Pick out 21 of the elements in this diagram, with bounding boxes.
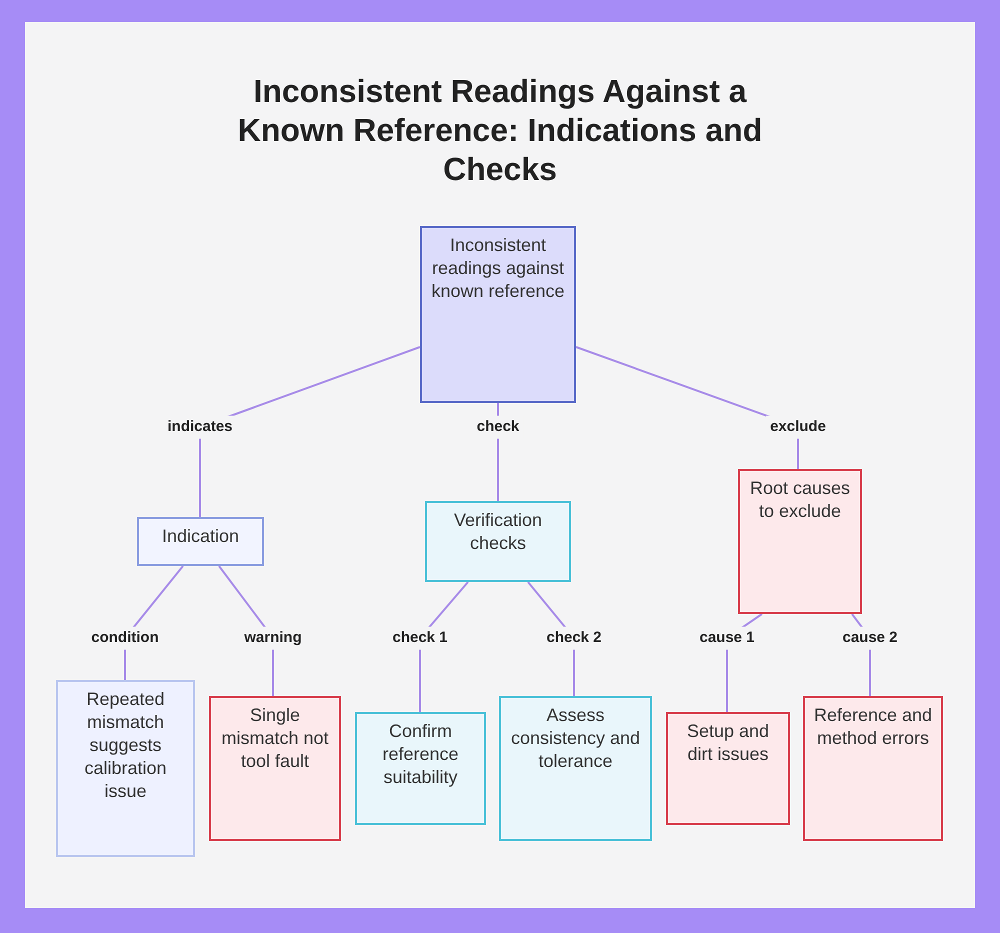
node-text: Reference and method errors bbox=[813, 704, 933, 750]
node-text: Assess consistency and tolerance bbox=[510, 704, 642, 773]
diagram-title: Inconsistent Readings Against a Known Reference: Indications and Checks bbox=[236, 72, 764, 189]
process-box bbox=[425, 501, 571, 582]
node-text: Inconsistent readings against known reference bbox=[430, 234, 566, 303]
process-box bbox=[666, 712, 790, 825]
process-box bbox=[738, 469, 862, 614]
node-text: Confirm reference suitability bbox=[381, 720, 460, 789]
node-text: Verification checks bbox=[452, 509, 544, 555]
node-text: Setup and dirt issues bbox=[686, 720, 770, 766]
process-box bbox=[56, 680, 195, 857]
process-box bbox=[137, 517, 264, 566]
process-box bbox=[420, 226, 576, 403]
process-box bbox=[803, 696, 943, 841]
process-box bbox=[499, 696, 652, 841]
node-text: Repeated mismatch suggests calibration issue bbox=[83, 688, 168, 803]
process-box bbox=[209, 696, 341, 841]
node-text: Single mismatch not tool fault bbox=[220, 704, 330, 773]
node-text: Root causes to exclude bbox=[748, 477, 852, 523]
process-box bbox=[355, 712, 486, 825]
node-text: Indication bbox=[162, 525, 240, 548]
